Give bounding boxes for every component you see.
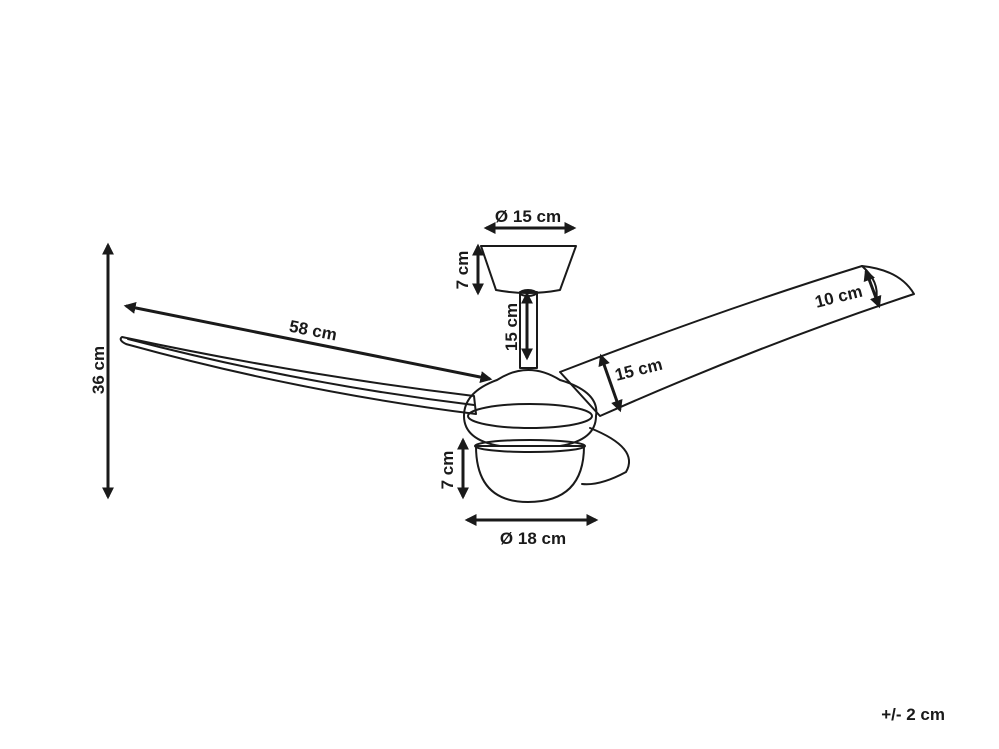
light-diameter-label: Ø 18 cm bbox=[500, 529, 566, 548]
blade-width-tip-label: 10 cm bbox=[813, 282, 864, 312]
rear-blade bbox=[581, 427, 631, 486]
motor-housing bbox=[463, 369, 598, 447]
fan-drawing bbox=[119, 245, 915, 503]
downrod-label: 15 cm bbox=[502, 303, 521, 351]
blade-width-inner-arrow bbox=[598, 353, 623, 413]
light-bowl bbox=[475, 445, 585, 503]
total-height-label: 36 cm bbox=[89, 346, 108, 394]
blade-length-arrow bbox=[123, 302, 493, 383]
dimension-arrows bbox=[102, 222, 882, 526]
canopy bbox=[480, 245, 577, 294]
tolerance-note: +/- 2 cm bbox=[881, 705, 945, 724]
blade-width-tip-arrow bbox=[863, 268, 882, 309]
canopy-height-label: 7 cm bbox=[453, 251, 472, 290]
left-blade bbox=[119, 336, 477, 415]
right-blade bbox=[559, 265, 915, 417]
light-height-label: 7 cm bbox=[438, 451, 457, 490]
canopy-diameter-label: Ø 15 cm bbox=[495, 207, 561, 226]
blade-width-inner-label: 15 cm bbox=[613, 355, 664, 385]
